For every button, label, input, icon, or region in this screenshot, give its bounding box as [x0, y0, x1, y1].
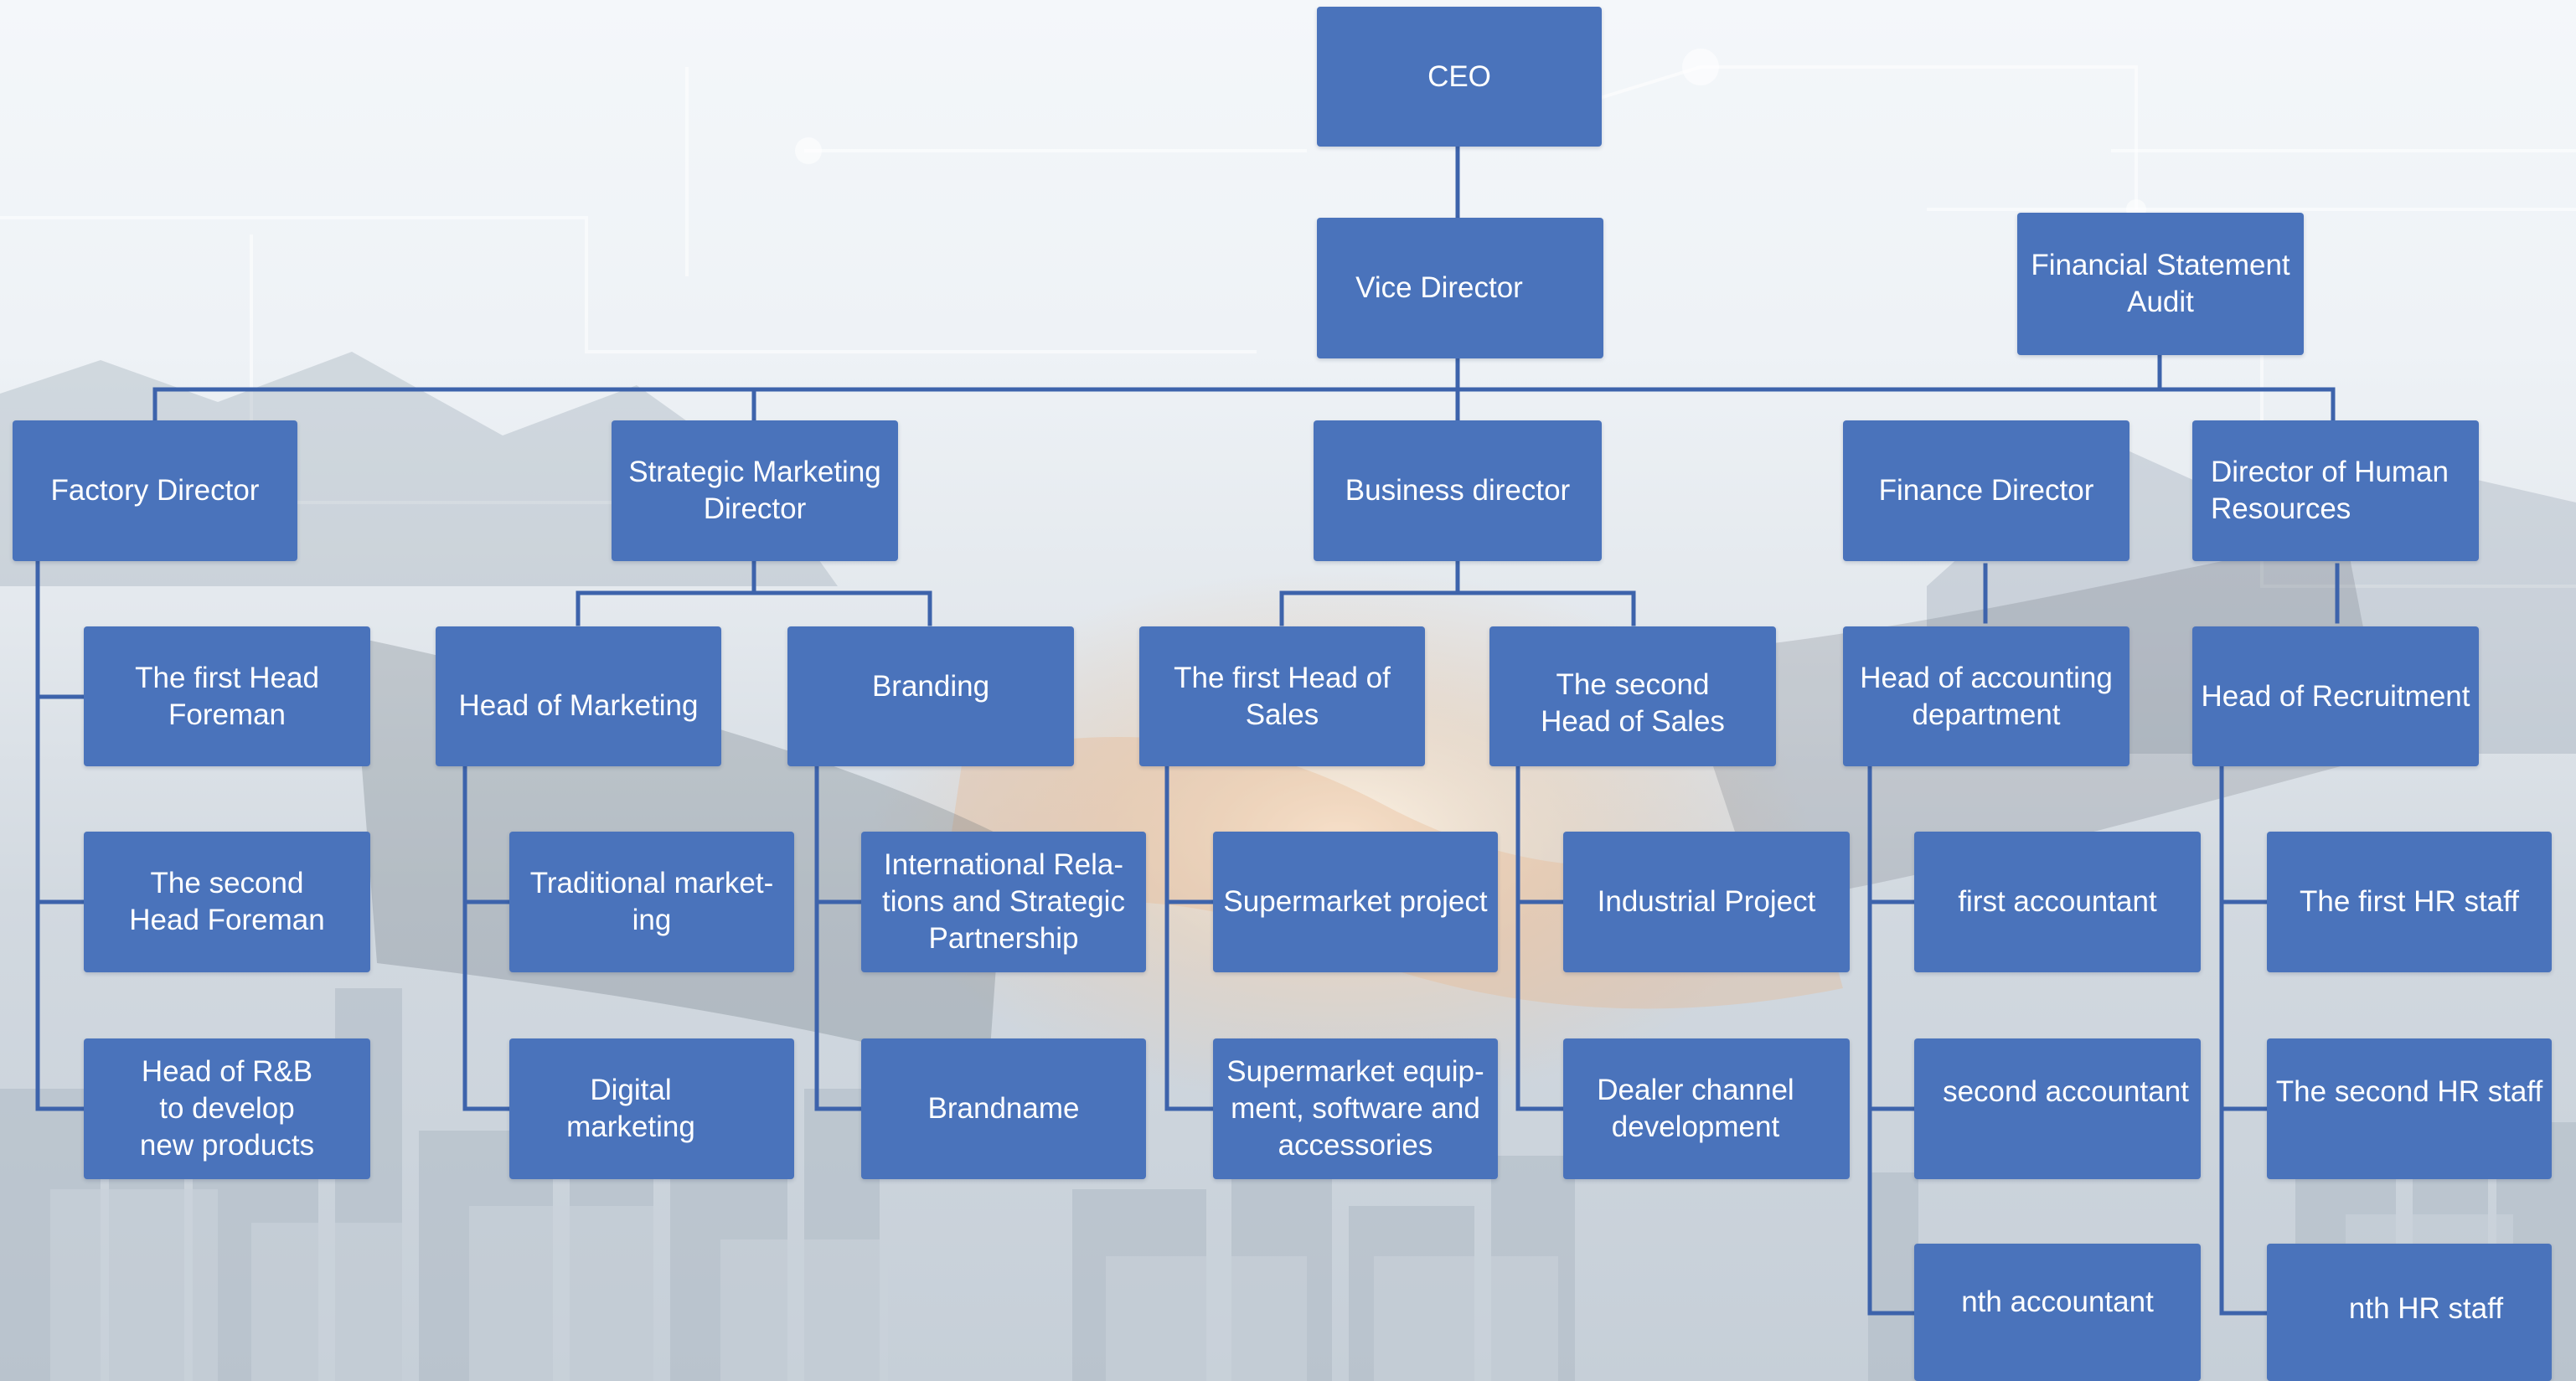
node-head-of-marketing: Head of Marketing [436, 626, 721, 766]
node-strategic-marketing-director: Strategic Marketing Director [612, 420, 898, 561]
node-first-hr-staff: The first HR staff [2267, 832, 2552, 972]
node-industrial-project: Industrial Project [1563, 832, 1850, 972]
node-vice-director: Vice Director [1317, 218, 1603, 358]
node-dealer-channel-development: Dealer channel development [1563, 1038, 1850, 1179]
node-supermarket-project: Supermarket project [1213, 832, 1498, 972]
node-brandname: Brandname [861, 1038, 1146, 1179]
node-digital-marketing: Digital marketing [509, 1038, 794, 1179]
node-head-of-accounting-department: Head of accounting department [1843, 626, 2129, 766]
node-traditional-marketing: Traditional market- ing [509, 832, 794, 972]
node-international-relations: International Rela- tions and Strategic … [861, 832, 1146, 972]
node-first-head-of-sales: The first Head of Sales [1139, 626, 1425, 766]
node-director-of-human-resources: Director of Human Resources [2192, 420, 2479, 561]
node-factory-director: Factory Director [13, 420, 297, 561]
node-nth-accountant: nth accountant [1914, 1244, 2201, 1381]
node-branding: Branding [787, 626, 1074, 766]
node-financial-statement-audit: Financial Statement Audit [2017, 213, 2304, 355]
node-second-accountant: second accountant [1914, 1038, 2201, 1179]
node-nth-hr-staff: nth HR staff [2267, 1244, 2552, 1381]
node-first-accountant: first accountant [1914, 832, 2201, 972]
node-first-head-foreman: The first Head Foreman [84, 626, 370, 766]
node-head-of-rnb: Head of R&B to develop new products [84, 1038, 370, 1179]
node-head-of-recruitment: Head of Recruitment [2192, 626, 2479, 766]
node-ceo: CEO [1317, 7, 1602, 147]
node-business-director: Business director [1314, 420, 1602, 561]
node-finance-director: Finance Director [1843, 420, 2129, 561]
node-second-hr-staff: The second HR staff [2267, 1038, 2552, 1179]
node-second-head-foreman: The second Head Foreman [84, 832, 370, 972]
node-supermarket-equipment: Supermarket equip- ment, software and ac… [1213, 1038, 1498, 1179]
node-second-head-of-sales: The second Head of Sales [1489, 626, 1776, 766]
